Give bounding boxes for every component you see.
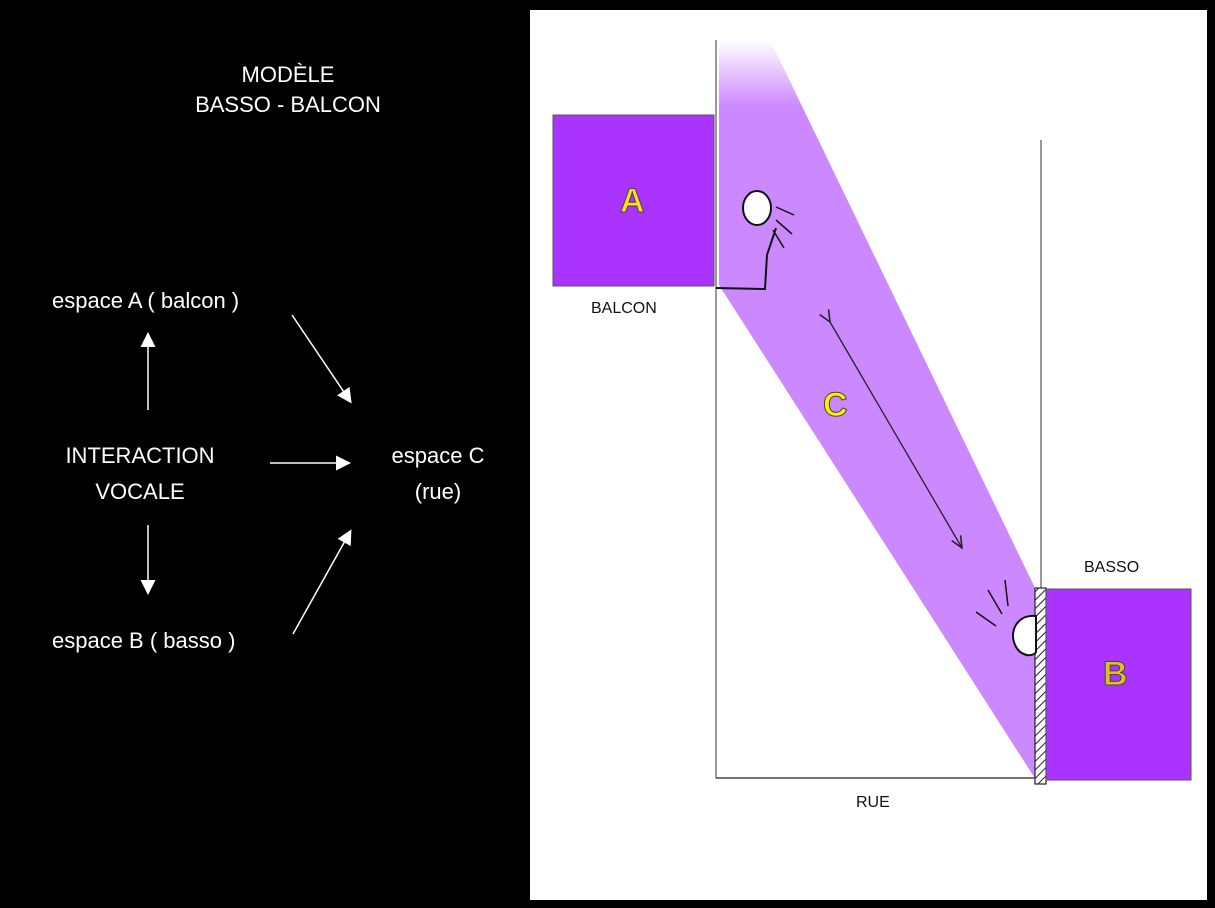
zone-a-letter: A <box>620 182 646 221</box>
street-scene <box>552 40 1192 785</box>
balcony-sound-line-1 <box>775 206 795 216</box>
scene-panel: A BALCON C B BASSO RUE <box>530 10 1207 900</box>
zone-b-box <box>1045 588 1192 781</box>
space-a-label: espace A ( balcon ) <box>52 288 240 313</box>
interaction-label: INTERACTION VOCALE <box>40 438 240 510</box>
interaction-line-1: INTERACTION <box>65 443 215 468</box>
title-line-2: BASSO - BALCON <box>195 92 381 117</box>
zone-b-letter: B <box>1103 655 1129 694</box>
space-c-line-2: (rue) <box>414 479 462 504</box>
space-c-line-1: espace C <box>391 443 485 468</box>
interaction-arrow <box>830 322 962 548</box>
zone-a-box <box>552 114 715 287</box>
zone-c-letter: C <box>823 386 849 425</box>
balcony-railing <box>715 227 777 291</box>
balcony-person-icon <box>742 190 772 226</box>
arrow-a-to-c <box>291 314 352 404</box>
basso-sound-line-3 <box>975 611 997 627</box>
basso-sound-line-1 <box>1004 579 1009 607</box>
balcony-sound-line-2 <box>775 219 793 235</box>
rue-label: RUE <box>856 794 890 811</box>
concept-panel: MODÈLE BASSO - BALCON espace A ( balcon … <box>8 10 527 900</box>
basso-sound-line-2 <box>987 589 1003 615</box>
zone-c-beam <box>719 40 1036 780</box>
slide-title: MODÈLE BASSO - BALCON <box>158 60 418 120</box>
arrow-b-to-c <box>292 529 352 635</box>
balcony-sound-line-3 <box>772 229 785 249</box>
title-line-1: MODÈLE <box>241 62 335 87</box>
concept-arrows <box>140 314 352 635</box>
balcon-label: BALCON <box>591 300 657 317</box>
basso-person-icon <box>1012 614 1037 657</box>
interaction-line-2: VOCALE <box>95 479 185 504</box>
basso-label: BASSO <box>1084 559 1140 576</box>
space-c-label: espace C (rue) <box>368 438 508 510</box>
space-b-label: espace B ( basso ) <box>52 628 236 653</box>
